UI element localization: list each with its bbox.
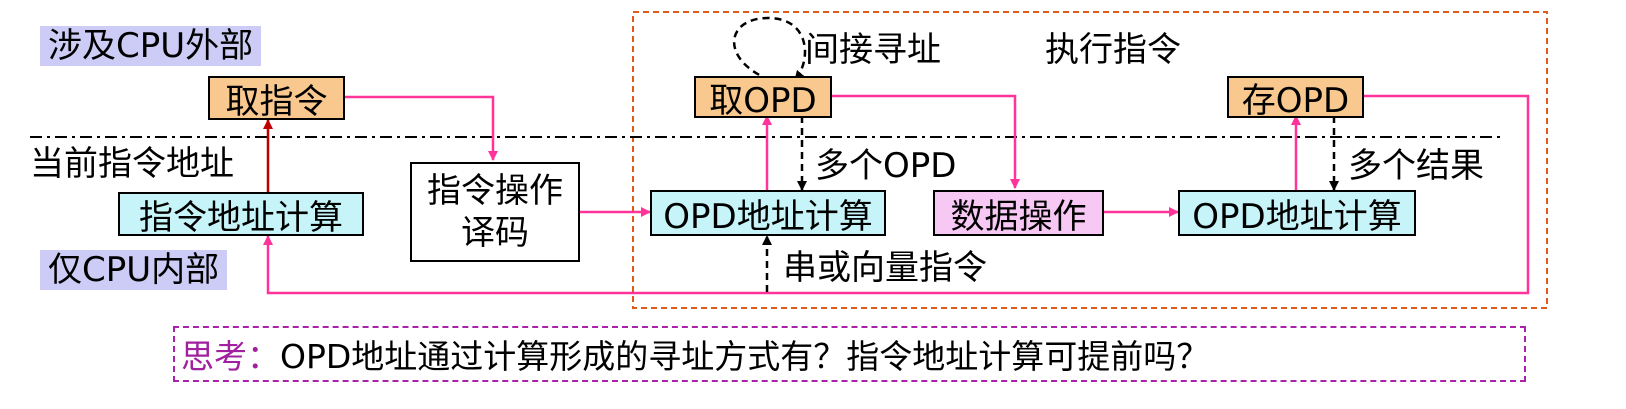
question-prefix: 思考： <box>181 337 280 376</box>
decode-line-1: 指令操作 <box>427 171 563 211</box>
question-text: OPD地址通过计算形成的寻址方式有？指令地址计算可提前吗？ <box>280 337 1210 376</box>
vector-instruction-label: 串或向量指令 <box>783 248 987 288</box>
instruction-address-calc-box: 指令地址计算 <box>118 192 364 238</box>
question-box: 思考： OPD地址通过计算形成的寻址方式有？指令地址计算可提前吗？ <box>173 326 1526 382</box>
store-opd-box: 存OPD <box>1227 76 1364 121</box>
execute-instruction-label: 执行指令 <box>1045 30 1181 70</box>
indirect-addressing-label: 间接寻址 <box>805 30 941 70</box>
indirect-loop <box>732 16 807 82</box>
region-internal-label: 仅CPU内部 <box>40 250 228 290</box>
arrow-fetchopd-to-dataop <box>832 94 1020 189</box>
arrow-storeopd-back-to-addr <box>263 94 1530 295</box>
fetch-opd-box: 取OPD <box>694 76 832 121</box>
current-addr-label: 当前指令地址 <box>30 144 234 184</box>
multi-opd-label: 多个OPD <box>815 146 957 186</box>
opd-address-calc-box-2: OPD地址计算 <box>1178 190 1416 237</box>
multi-result-label: 多个结果 <box>1348 146 1484 186</box>
instruction-decode-box: 指令操作 译码 <box>410 162 580 262</box>
arrow-fetch-to-decode <box>345 95 498 161</box>
opd-address-calc-box-1: OPD地址计算 <box>650 190 886 237</box>
fetch-instruction-box: 取指令 <box>208 76 345 122</box>
data-operation-box: 数据操作 <box>933 190 1104 237</box>
decode-line-2: 译码 <box>461 213 529 253</box>
region-external-label: 涉及CPU外部 <box>40 26 262 66</box>
execute-region-border <box>632 11 1548 309</box>
